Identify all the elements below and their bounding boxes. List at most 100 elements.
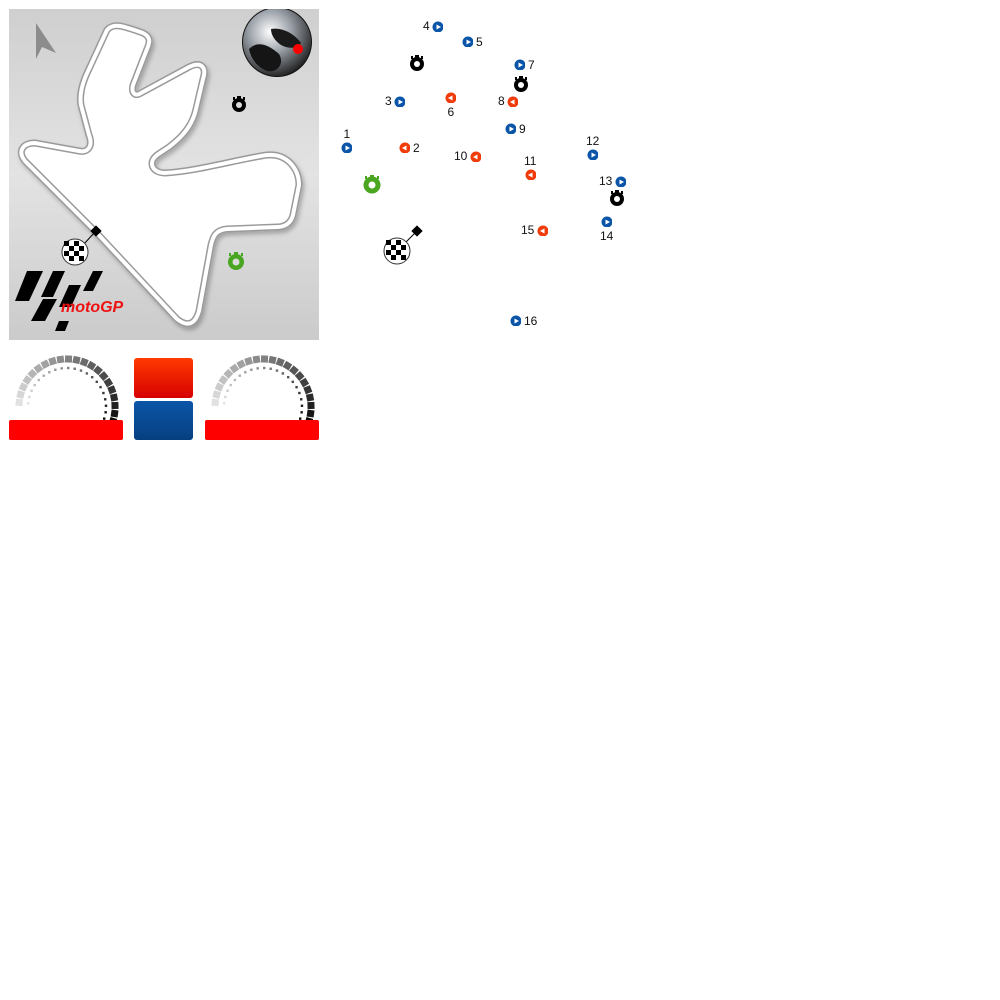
gauge-segment — [299, 377, 310, 388]
gauge-segment — [289, 365, 299, 376]
secondary-icons — [363, 55, 624, 265]
corner-right-icon[interactable] — [510, 315, 521, 326]
gauge-segment — [260, 355, 269, 363]
gauge-tick — [300, 411, 303, 414]
gauge-segment — [79, 357, 89, 367]
gauge-tick — [79, 369, 83, 372]
gauge-segment — [229, 363, 240, 374]
gauge-segment — [107, 385, 117, 395]
gauge-tick — [104, 411, 107, 414]
gauge-tick — [222, 402, 226, 405]
corner-number-label: 11 — [524, 154, 537, 168]
gauge-tick — [54, 368, 57, 371]
corner-right-icon[interactable] — [394, 96, 405, 107]
gauge-tick — [90, 376, 94, 379]
corner-left-icon[interactable] — [537, 225, 548, 236]
gauge-tick — [269, 367, 272, 370]
gauge-tick — [30, 389, 33, 392]
pit-timer-icon — [363, 175, 381, 194]
corner-number-label: 6 — [447, 105, 455, 119]
corner-number-label: 15 — [521, 223, 535, 237]
corner-number-label: 7 — [528, 58, 535, 72]
gauge-tick — [60, 367, 63, 370]
gauge-tick — [233, 378, 237, 382]
gauge-segment — [218, 375, 229, 385]
corner-number-label: 14 — [600, 229, 614, 243]
gauge-tick — [281, 372, 285, 375]
gauge-tick — [99, 385, 102, 389]
gauge-segment — [244, 356, 254, 366]
gauge-tick — [48, 371, 51, 374]
gauge-tick — [42, 374, 45, 377]
corner-left-icon[interactable] — [507, 96, 518, 107]
track-map: motoGP — [15, 9, 312, 331]
corner-left-icon[interactable] — [399, 142, 410, 153]
gauge-segment — [306, 409, 315, 418]
gauge-segment — [86, 360, 97, 371]
gauge-tick — [85, 372, 89, 375]
corner-number-label: 16 — [524, 314, 538, 328]
gauge-segment — [72, 355, 81, 365]
gauge-tick — [26, 402, 30, 405]
corner-right-icon[interactable] — [462, 36, 473, 47]
gauge-tick — [299, 417, 302, 420]
corner-number-label: 12 — [586, 134, 600, 148]
gauge-segment — [294, 371, 305, 381]
gauge-tick — [104, 404, 108, 407]
gauge-right — [211, 355, 315, 425]
pit-timer-icon — [228, 252, 244, 270]
corner-right-icon[interactable] — [601, 216, 612, 227]
gauge-segment — [48, 356, 58, 366]
gauge-segment — [33, 363, 44, 374]
gauge-segment — [93, 365, 103, 376]
corner-left-icon[interactable] — [470, 151, 481, 162]
gauge-tick — [104, 398, 107, 401]
gauge-tick — [28, 395, 31, 399]
corner-right-icon[interactable] — [514, 59, 525, 70]
corner-left-icon[interactable] — [525, 169, 536, 180]
left-turn-swatch — [134, 358, 193, 398]
corner-number-label: 8 — [498, 94, 505, 108]
gauge-tick — [33, 383, 36, 387]
gauge-segment — [211, 398, 220, 407]
gauge-segment — [282, 360, 293, 371]
gauge-segment — [252, 355, 261, 364]
corner-number-label: 4 — [423, 19, 430, 33]
corner-number-label: 13 — [599, 174, 613, 188]
gauge-tick — [295, 385, 298, 389]
gauge-segment — [275, 357, 285, 367]
gauge-segment — [223, 368, 234, 379]
gauge-segment — [214, 382, 224, 392]
corner-number-label: 3 — [385, 94, 392, 108]
corner-right-icon[interactable] — [505, 123, 516, 134]
corner-right-icon[interactable] — [341, 142, 352, 153]
gauge-tick — [67, 366, 70, 370]
red-bar-right — [205, 420, 319, 440]
gauge-tick — [286, 376, 290, 379]
gauge-segment — [40, 359, 50, 369]
sector-timer-icon — [514, 76, 528, 92]
gauge-tick — [37, 378, 41, 382]
gauge-segment — [103, 377, 114, 388]
red-bar-left — [9, 420, 123, 440]
corner-right-icon[interactable] — [587, 149, 598, 160]
corner-right-icon[interactable] — [615, 176, 626, 187]
gauge-segment — [111, 401, 119, 410]
corner-number-label: 10 — [454, 149, 468, 163]
corner-number-label: 9 — [519, 122, 526, 136]
gauge-segment — [268, 355, 277, 365]
gauge-tick — [300, 398, 303, 401]
corner-right-icon[interactable] — [432, 21, 443, 32]
checkered-flag-icon — [383, 225, 423, 265]
logo-text: motoGP — [61, 299, 124, 316]
corner-number-label: 2 — [413, 141, 420, 155]
gauge-tick — [300, 404, 304, 407]
gauge-tick — [238, 374, 241, 377]
gauge-tick — [102, 391, 105, 395]
corner-left-icon[interactable] — [445, 92, 456, 103]
north-arrow-icon — [36, 23, 56, 59]
sector-timer-icon — [610, 190, 624, 206]
gauge-segment — [22, 375, 33, 385]
gauge-segment — [307, 401, 315, 410]
gauge-tick — [263, 366, 266, 370]
